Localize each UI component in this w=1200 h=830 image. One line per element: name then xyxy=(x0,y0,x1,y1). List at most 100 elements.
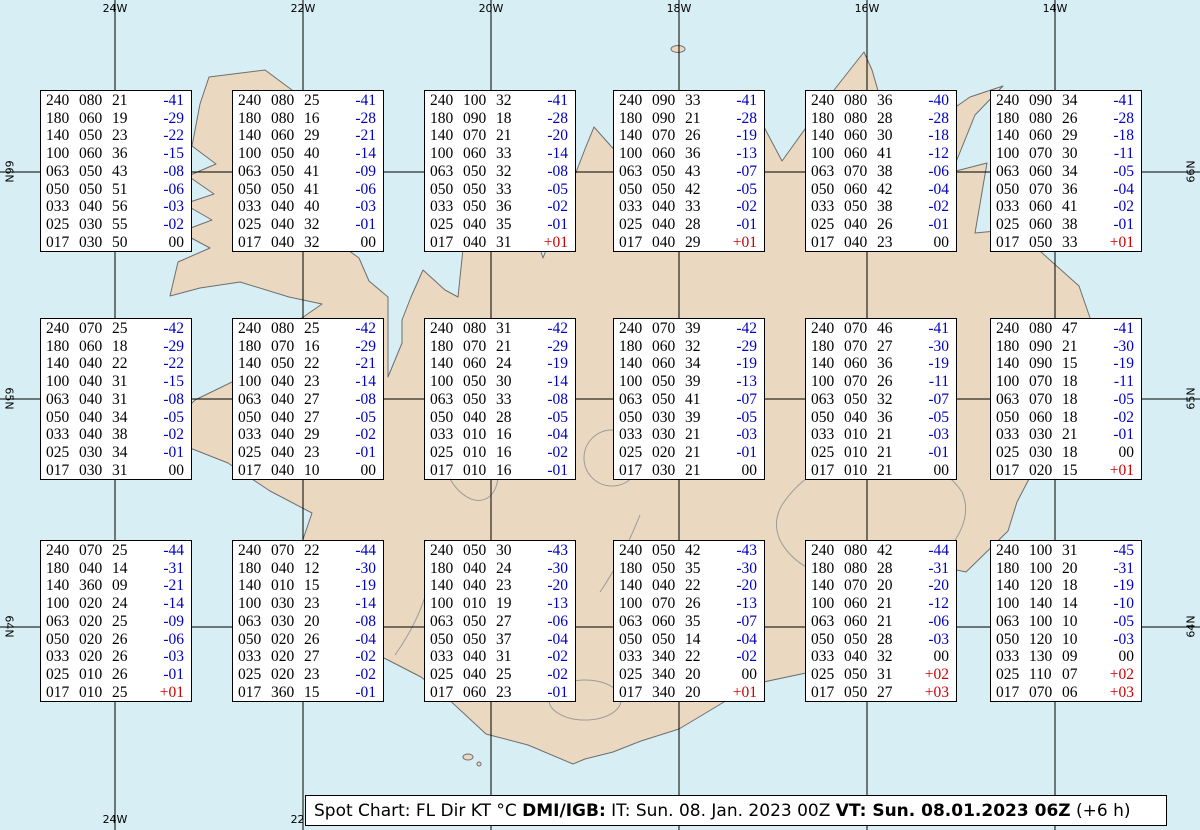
wind-direction: 070 xyxy=(463,337,487,355)
wind-speed-kt: 31 xyxy=(496,233,512,251)
wind-direction: 060 xyxy=(1029,215,1053,233)
wind-speed-kt: 25 xyxy=(112,320,128,337)
temperature-c: -02 xyxy=(547,443,568,461)
temperature-c: -44 xyxy=(928,542,949,559)
flight-level: 140 xyxy=(619,127,643,145)
flight-level: 050 xyxy=(238,630,262,648)
temperature-c: -31 xyxy=(163,559,184,577)
flight-level: 180 xyxy=(996,109,1020,127)
wind-direction: 040 xyxy=(79,408,103,426)
wind-direction: 090 xyxy=(463,109,487,127)
wind-direction: 050 xyxy=(463,162,487,180)
temperature-c: +01 xyxy=(1109,233,1134,251)
caption-source-label: DMI/IGB: xyxy=(522,800,606,821)
flight-level: 100 xyxy=(46,373,70,391)
temperature-c: -11 xyxy=(1113,373,1134,391)
wind-direction: 060 xyxy=(652,355,676,373)
wind-direction: 120 xyxy=(1029,577,1053,595)
wind-speed-kt: 26 xyxy=(1062,109,1078,127)
flight-level: 025 xyxy=(238,665,262,683)
flight-level: 180 xyxy=(238,109,262,127)
flight-level: 017 xyxy=(619,233,643,251)
wind-speed-kt: 14 xyxy=(1062,595,1078,613)
wind-speed-kt: 16 xyxy=(496,426,512,444)
wind-speed-kt: 22 xyxy=(304,542,320,559)
wind-direction: 050 xyxy=(652,162,676,180)
wind-direction: 340 xyxy=(652,648,676,666)
temperature-c: -04 xyxy=(547,630,568,648)
flight-level: 050 xyxy=(811,180,835,198)
temperature-c: -12 xyxy=(928,145,949,163)
meridian-label-top-16W: 16W xyxy=(854,2,880,15)
wind-direction: 060 xyxy=(271,127,295,145)
temperature-c: -29 xyxy=(163,109,184,127)
meridian-label-top-20W: 20W xyxy=(478,2,504,15)
wind-direction: 060 xyxy=(652,612,676,630)
temperature-c: -06 xyxy=(163,630,184,648)
temperature-c: -30 xyxy=(928,337,949,355)
wind-speed-kt: 22 xyxy=(304,355,320,373)
wind-speed-kt: 42 xyxy=(877,542,893,559)
wind-speed-kt: 34 xyxy=(112,408,128,426)
wind-speed-kt: 21 xyxy=(877,426,893,444)
temperature-c: -08 xyxy=(355,612,376,630)
wind-speed-kt: 23 xyxy=(304,665,320,683)
temperature-c: -14 xyxy=(355,595,376,613)
flight-level: 140 xyxy=(430,355,454,373)
flight-level: 017 xyxy=(996,233,1020,251)
temperature-c: -41 xyxy=(1113,92,1134,109)
wind-speed-kt: 32 xyxy=(877,390,893,408)
wind-direction: 040 xyxy=(652,215,676,233)
wind-direction: 080 xyxy=(1029,109,1053,127)
wind-speed-kt: 07 xyxy=(1062,665,1078,683)
temperature-c: -29 xyxy=(547,337,568,355)
flight-level: 050 xyxy=(811,630,835,648)
temperature-c: -41 xyxy=(547,92,568,109)
wind-direction: 030 xyxy=(79,233,103,251)
wind-direction: 080 xyxy=(271,92,295,109)
wind-direction: 050 xyxy=(652,630,676,648)
flight-level: 100 xyxy=(996,373,1020,391)
flight-level: 240 xyxy=(430,542,454,559)
wind-speed-kt: 31 xyxy=(1062,542,1078,559)
temperature-c: +02 xyxy=(1109,665,1134,683)
temperature-c: -02 xyxy=(736,198,757,216)
wind-direction: 050 xyxy=(79,127,103,145)
wind-direction: 030 xyxy=(271,612,295,630)
temperature-c: +02 xyxy=(924,665,949,683)
flight-level: 017 xyxy=(46,683,70,701)
flight-level: 240 xyxy=(811,320,835,337)
caption-bar: Spot Chart: FL Dir KT °C DMI/IGB: IT: Su… xyxy=(305,795,1167,826)
flight-level: 180 xyxy=(430,337,454,355)
flight-level: 100 xyxy=(46,145,70,163)
wind-speed-kt: 30 xyxy=(1062,145,1078,163)
wind-speed-kt: 21 xyxy=(1062,426,1078,444)
wind-direction: 040 xyxy=(463,215,487,233)
wind-speed-kt: 39 xyxy=(685,320,701,337)
wind-direction: 060 xyxy=(463,145,487,163)
